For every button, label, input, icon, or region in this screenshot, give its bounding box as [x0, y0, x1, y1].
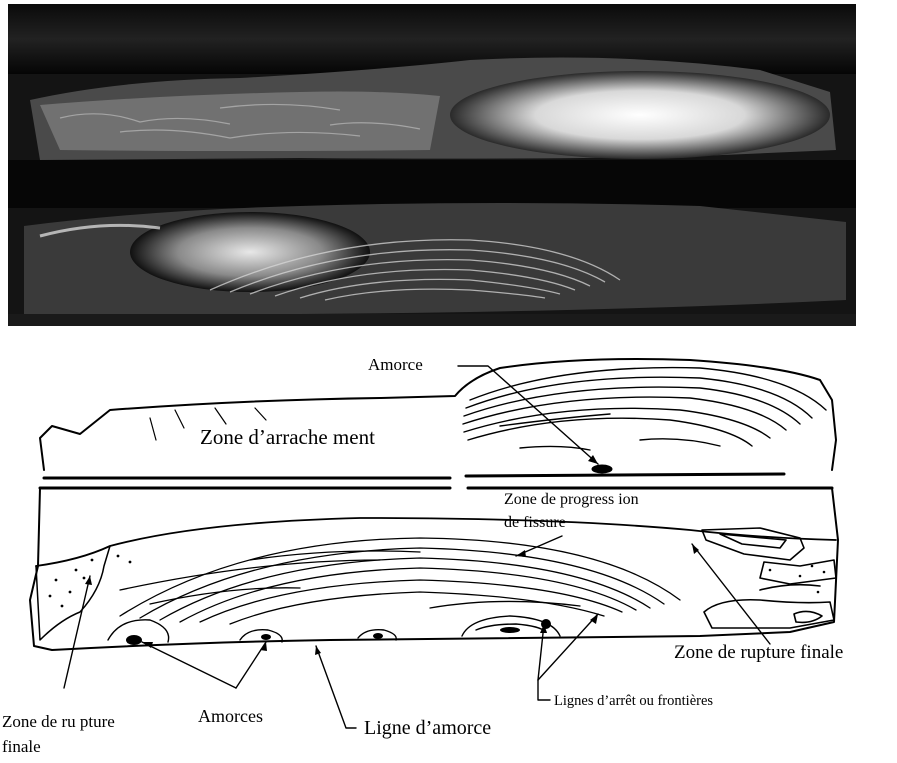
lower-beach-marks — [120, 538, 680, 624]
label-ligne-amorce: Ligne d’amorce — [364, 717, 491, 739]
right-final-rupture-zone — [702, 528, 836, 628]
left-final-rupture-zone — [36, 546, 110, 640]
label-amorces: Amorces — [198, 706, 263, 726]
label-zone-rupture-finale-right: Zone de rupture finale — [674, 642, 843, 663]
label-zone-progression-1: Zone de progress ion — [504, 491, 639, 508]
ligne-amorce-leader — [316, 646, 356, 728]
photo-middle-gap — [8, 160, 856, 208]
label-zone-rupture-finale-left-2: finale — [2, 737, 41, 756]
photo-upper-bright-zone — [450, 71, 830, 159]
upper-edge-line-right — [466, 474, 784, 476]
fracture-photograph — [8, 4, 856, 326]
photo-bottom-band — [8, 314, 856, 326]
nucleation-points — [126, 619, 551, 645]
lignes-arret-bracket — [538, 680, 550, 700]
label-lignes-arret: Lignes d’arrêt ou frontières — [554, 693, 713, 709]
label-amorce: Amorce — [368, 355, 423, 374]
arrow-heads — [85, 455, 699, 655]
amorce-nucleus — [592, 465, 612, 473]
photo-top-band — [8, 4, 856, 74]
upper-beach-marks — [463, 368, 826, 450]
leader-lines — [64, 366, 770, 728]
label-zone-rupture-finale-left-1: Zone de ru pture — [2, 712, 115, 731]
upper-specimen-outline — [40, 359, 836, 470]
amorces-leader-1 — [142, 642, 236, 688]
rupture-right-leader — [692, 544, 770, 644]
amorce-leader — [458, 366, 598, 464]
label-zone-arrachement: Zone d’arrache ment — [200, 425, 375, 449]
right-final-rupture-dots — [769, 565, 826, 594]
labels: Amorce Zone d’arrache ment Zone de progr… — [2, 355, 843, 756]
rupture-left-leader — [64, 576, 90, 688]
label-zone-progression-2: de fissure — [504, 514, 566, 531]
fracture-schematic — [30, 359, 838, 728]
